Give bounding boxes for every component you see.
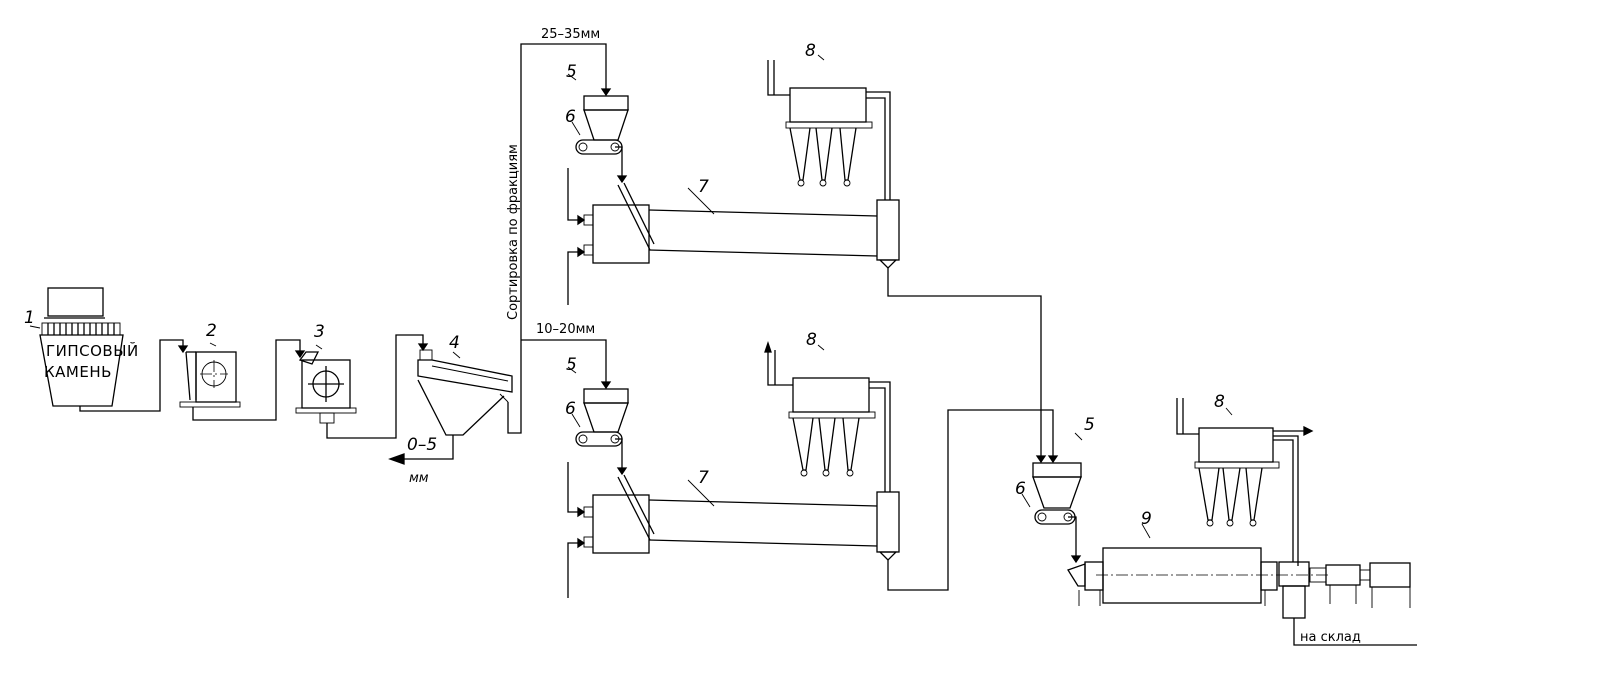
item-number-6-upper: 6 xyxy=(565,107,576,127)
item-number-5-final: 5 xyxy=(1084,415,1095,435)
raw-material-label-line1: ГИПСОВЫЙ xyxy=(46,341,139,360)
cyclone-battery-8-upper: 8 xyxy=(767,41,891,200)
hammer-crusher-3: 3 xyxy=(295,322,357,424)
hopper-5-upper: 5 xyxy=(566,62,629,141)
rotary-kiln-7-middle: 7 xyxy=(592,468,900,561)
fines-fraction-unit: мм xyxy=(409,471,429,486)
raw-material-label-line2: КАМЕНЬ xyxy=(44,363,112,381)
burner-feed-middle xyxy=(567,462,594,598)
fraction-label-top: 25–35мм xyxy=(541,27,600,42)
item-number-4: 4 xyxy=(449,333,460,353)
sorting-distribution: 25–35мм 10–20мм Сортировка по фракциям xyxy=(506,27,612,434)
output-label: на склад xyxy=(1300,630,1361,645)
output-to-storage: на склад xyxy=(1293,618,1417,646)
fines-discharge-line xyxy=(404,435,454,460)
grinding-line: 5 6 xyxy=(1015,392,1417,646)
ball-mill-9: 9 xyxy=(1067,509,1411,619)
item-number-8-final: 8 xyxy=(1214,392,1225,412)
item-number-8-middle: 8 xyxy=(806,330,817,350)
item-number-1: 1 xyxy=(24,308,35,328)
item-number-5-upper: 5 xyxy=(566,62,577,82)
cyclone-battery-8-middle: 8 xyxy=(764,330,891,492)
belt-feeder-6-middle: 6 xyxy=(565,399,623,447)
item-number-8-upper: 8 xyxy=(805,41,816,61)
upper-kiln-discharge-line xyxy=(887,268,1042,462)
item-number-6-final: 6 xyxy=(1015,479,1026,499)
hopper-5-final: 5 xyxy=(1032,415,1095,509)
item-number-7-upper: 7 xyxy=(698,177,709,197)
item-number-9: 9 xyxy=(1141,509,1152,529)
hopper-5-middle: 5 xyxy=(566,355,629,433)
item-number-6-middle: 6 xyxy=(565,399,576,419)
belt-feeder-6-final: 6 xyxy=(1015,479,1076,525)
upper-kiln-line: 5 6 7 xyxy=(565,41,900,305)
conveyor-line-3-4 xyxy=(326,334,424,439)
sorting-label: Сортировка по фракциям xyxy=(506,144,521,320)
conveyor-line-2-3 xyxy=(192,339,301,421)
middle-kiln-line: 5 6 7 xyxy=(565,330,900,598)
belt-feeder-6-upper: 6 xyxy=(565,107,623,155)
vibrating-screen-4: 4 0–5 мм xyxy=(388,333,513,486)
conveyor-line-1-2 xyxy=(79,339,184,412)
burner-feed-upper xyxy=(567,168,594,305)
item-number-2: 2 xyxy=(206,321,217,341)
middle-kiln-discharge-line xyxy=(887,409,1054,591)
fraction-label-middle: 10–20мм xyxy=(536,322,595,337)
item-number-5-middle: 5 xyxy=(566,355,577,375)
item-number-3: 3 xyxy=(314,322,325,342)
jaw-crusher-2: 2 xyxy=(179,321,241,408)
cyclone-battery-8-final: 8 xyxy=(1176,392,1314,566)
receiving-hopper-1: ГИПСОВЫЙ КАМЕНЬ 1 xyxy=(24,287,139,407)
item-number-7-middle: 7 xyxy=(698,468,709,488)
fines-fraction-value: 0–5 xyxy=(407,435,437,455)
hopper-grate xyxy=(47,323,115,335)
rotary-kiln-7-upper: 7 xyxy=(592,177,900,269)
